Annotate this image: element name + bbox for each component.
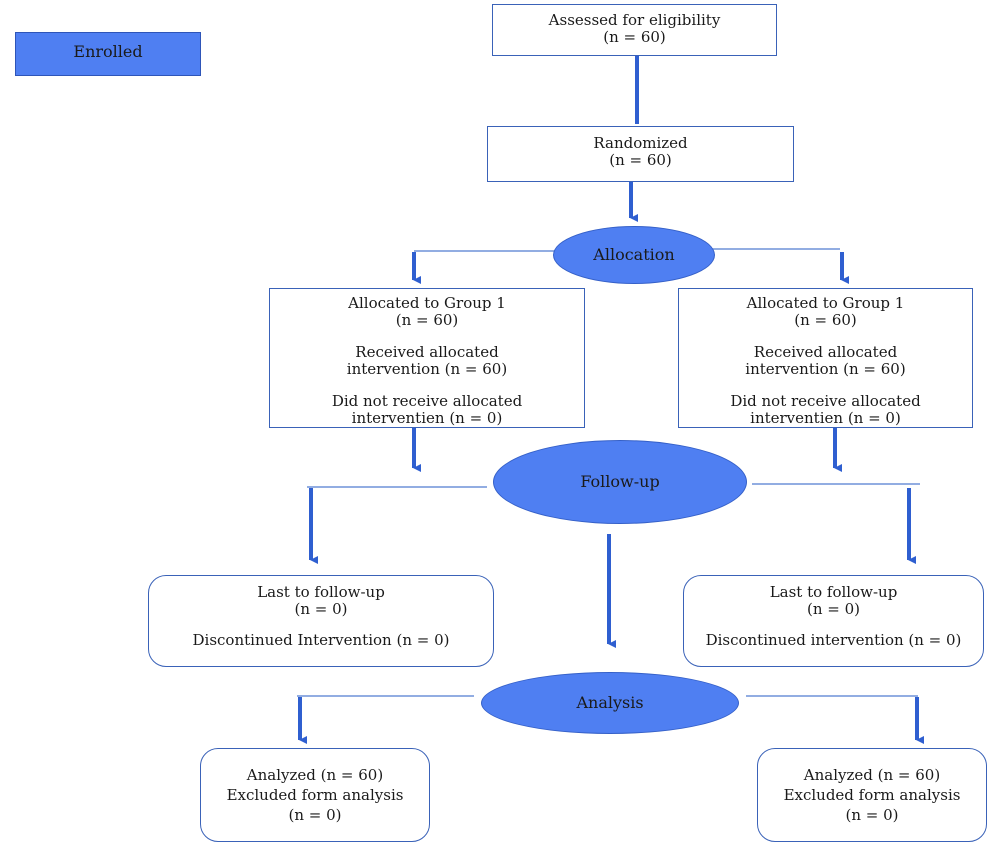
lost-label: Last to follow-up xyxy=(257,583,385,601)
excluded-count: (n = 0) xyxy=(845,806,899,824)
allocated-title: Allocated to Group 1 xyxy=(348,294,506,312)
not-received-line2: interventien (n = 0) xyxy=(351,409,503,427)
discontinued-label: Discontinued intervention (n = 0) xyxy=(705,631,962,649)
followup-box-left: Last to follow-up (n = 0) Discontinued I… xyxy=(148,575,494,667)
discontinued-label: Discontinued Intervention (n = 0) xyxy=(192,631,450,649)
randomized-count: (n = 60) xyxy=(609,151,672,169)
analysis-label: Analysis xyxy=(576,693,644,712)
received-line1: Received allocated xyxy=(355,343,499,361)
followup-box-right: Last to follow-up (n = 0) Discontinued i… xyxy=(683,575,984,667)
received-line2: intervention (n = 60) xyxy=(346,360,508,378)
excluded-label: Excluded form analysis xyxy=(783,786,961,804)
followup-oval: Follow-up xyxy=(493,440,747,524)
analysis-box-left: Analyzed (n = 60) Excluded form analysis… xyxy=(200,748,430,842)
allocated-title: Allocated to Group 1 xyxy=(746,294,905,312)
allocated-count: (n = 60) xyxy=(794,311,857,329)
analyzed-label: Analyzed (n = 60) xyxy=(803,766,941,784)
analysis-oval: Analysis xyxy=(481,672,739,734)
randomized-box: Randomized (n = 60) xyxy=(487,126,794,182)
legend-enrolled: Enrolled xyxy=(15,32,201,76)
not-received-line2: interventien (n = 0) xyxy=(750,409,901,427)
followup-label: Follow-up xyxy=(580,472,660,491)
lost-label: Last to follow-up xyxy=(769,583,898,601)
allocation-oval: Allocation xyxy=(553,226,715,284)
allocation-box-right: Allocated to Group 1 (n = 60) Received a… xyxy=(678,288,973,428)
excluded-label: Excluded form analysis xyxy=(226,786,404,804)
lost-count: (n = 0) xyxy=(806,600,860,618)
analyzed-label: Analyzed (n = 60) xyxy=(246,766,384,784)
received-line1: Received allocated xyxy=(753,343,898,361)
excluded-count: (n = 0) xyxy=(288,806,342,824)
allocation-box-left: Allocated to Group 1 (n = 60) Received a… xyxy=(269,288,585,428)
allocation-label: Allocation xyxy=(593,245,675,264)
legend-label: Enrolled xyxy=(73,42,143,61)
lost-count: (n = 0) xyxy=(294,600,348,618)
not-received-line1: Did not receive allocated xyxy=(730,392,921,410)
not-received-line1: Did not receive allocated xyxy=(331,392,523,410)
received-line2: intervention (n = 60) xyxy=(745,360,906,378)
analysis-box-right: Analyzed (n = 60) Excluded form analysis… xyxy=(757,748,987,842)
allocated-count: (n = 60) xyxy=(395,311,459,329)
assessed-box: Assessed for eligibility (n = 60) xyxy=(492,4,777,56)
assessed-label: Assessed for eligibility xyxy=(548,11,721,29)
assessed-count: (n = 60) xyxy=(603,28,666,46)
randomized-label: Randomized xyxy=(593,134,688,152)
